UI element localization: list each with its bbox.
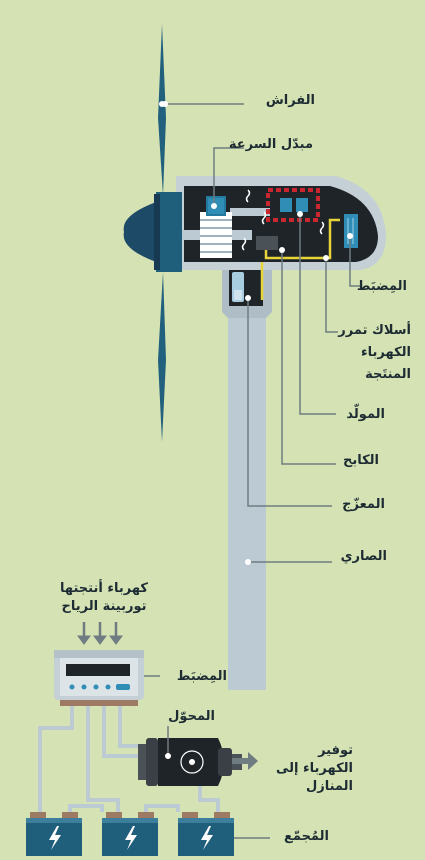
arrow-down-icon — [77, 622, 123, 645]
nacelle-controller — [344, 214, 358, 248]
label-controller-top: المِضبَط — [356, 279, 407, 294]
lightning-icon — [49, 826, 61, 850]
leader-brake — [279, 247, 336, 465]
label-battery: المُجمّع — [283, 829, 329, 844]
leader-controller — [347, 233, 360, 287]
label-supply: توفير الكهرباء إلى المنازل — [276, 743, 353, 794]
label-input-power: كهرباء أنتجتها توربينة الرياح — [60, 581, 148, 614]
lightning-icon — [125, 826, 137, 850]
label-brake: الكابح — [342, 453, 379, 468]
label-wires: أسلاك تمرر الكهرباء المنتَجة — [338, 323, 411, 382]
blade-lower — [158, 272, 166, 442]
label-tower: الصاري — [340, 549, 387, 564]
power-wires — [264, 218, 340, 260]
lightning-icon — [201, 826, 213, 850]
blade-upper — [158, 24, 166, 195]
label-blades: الفراش — [265, 93, 315, 108]
tower — [228, 300, 266, 690]
controller-box — [54, 650, 144, 706]
leader-gearbox — [211, 147, 244, 209]
generator — [266, 188, 320, 222]
leader-generator — [297, 211, 336, 415]
label-inverter: المحوّل — [168, 709, 215, 724]
leader-wires — [323, 255, 338, 333]
label-gearbox: مبدّل السرعة — [228, 137, 313, 152]
leader-yaw — [245, 295, 332, 507]
label-yaw: المعزّج — [342, 497, 385, 512]
inverter — [138, 738, 258, 786]
label-generator: المولّد — [346, 407, 385, 422]
system-wiring — [38, 706, 220, 812]
high-speed-shaft — [230, 208, 270, 216]
label-controller-bottom: المِضبَط — [176, 669, 227, 684]
brake — [256, 236, 278, 250]
